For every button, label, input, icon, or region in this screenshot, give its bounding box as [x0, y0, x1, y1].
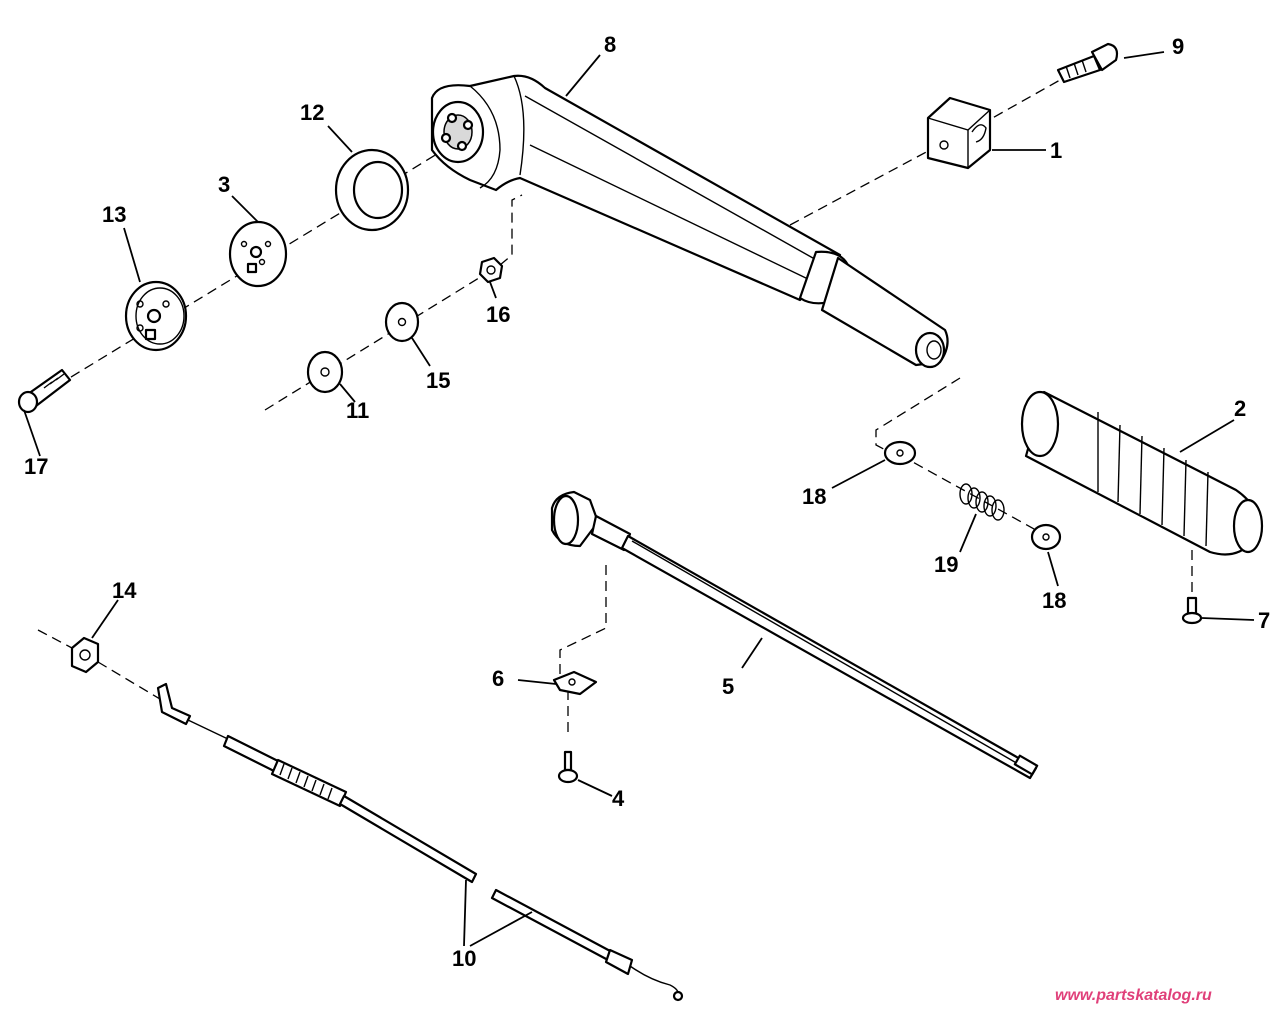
leader-lines	[23, 51, 1255, 947]
label-part-17: 17	[24, 454, 48, 479]
washer-part-15	[384, 301, 420, 343]
nut-part-16	[478, 256, 504, 284]
label-part-9: 9	[1172, 34, 1184, 59]
shaft-part-5	[550, 490, 1039, 780]
washer-part-18b	[1030, 523, 1062, 551]
grip-part-2	[1020, 390, 1264, 556]
label-part-5: 5	[722, 674, 734, 699]
part-labels: 8 9 1 12 3 13 16 15 11 17 2 18 19 18 7 5…	[24, 32, 1270, 971]
label-part-8: 8	[604, 32, 616, 57]
label-part-12: 12	[300, 100, 324, 125]
label-part-16: 16	[486, 302, 510, 327]
label-part-10: 10	[452, 946, 476, 971]
washer-part-11	[306, 350, 344, 394]
label-part-19: 19	[934, 552, 958, 577]
label-part-14: 14	[112, 578, 137, 603]
label-part-7: 7	[1258, 608, 1270, 633]
disc-part-13	[124, 280, 188, 352]
bolt-part-17	[17, 368, 72, 414]
block-part-1	[926, 96, 992, 170]
plate-part-3	[228, 220, 288, 288]
tiller-arm-part-8	[430, 74, 949, 369]
label-part-18b: 18	[1042, 588, 1066, 613]
label-part-18a: 18	[802, 484, 826, 509]
label-part-13: 13	[102, 202, 126, 227]
screw-part-9	[1056, 42, 1119, 84]
label-part-1: 1	[1050, 138, 1062, 163]
ring-part-12	[334, 148, 410, 232]
label-part-11: 11	[346, 398, 369, 423]
label-part-6: 6	[492, 666, 504, 691]
screw-part-4	[557, 750, 579, 784]
label-part-4: 4	[612, 786, 625, 811]
washer-part-18a	[883, 440, 917, 466]
label-part-3: 3	[218, 172, 230, 197]
spring-part-19	[959, 483, 1005, 521]
cable-part-10b	[490, 888, 684, 1002]
nut-part-14	[70, 636, 100, 674]
watermark: www.partskatalog.ru	[1055, 987, 1212, 1004]
screw-part-7	[1181, 596, 1203, 625]
label-part-2: 2	[1234, 396, 1246, 421]
label-part-15: 15	[426, 368, 450, 393]
cable-part-10a	[156, 682, 478, 884]
clip-part-6	[552, 670, 598, 696]
